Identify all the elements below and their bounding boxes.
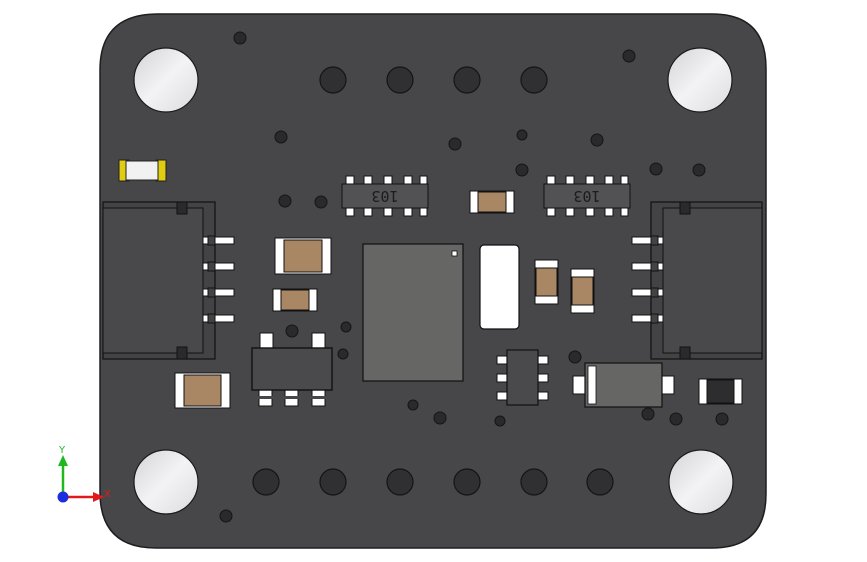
crystal [479, 244, 520, 330]
y-axis-label: Y [58, 445, 66, 456]
top-header-pads [319, 66, 548, 94]
triad-origin [57, 491, 69, 503]
connector-pin [631, 314, 664, 323]
via [274, 130, 288, 144]
resistor-network-marking: 103 [573, 187, 600, 205]
via [340, 321, 352, 333]
connector-latch [679, 201, 691, 215]
diode-body [584, 362, 663, 408]
vias [219, 31, 729, 523]
small-ic-body [506, 349, 539, 406]
connector-latch [176, 346, 188, 360]
connector-pin [202, 236, 235, 245]
header-pad [386, 66, 414, 94]
mounting-hole-top-left [133, 47, 199, 113]
header-pad [453, 468, 481, 496]
via [649, 162, 663, 176]
via [314, 195, 328, 209]
connector-latch [679, 346, 691, 360]
via [285, 324, 299, 338]
header-pad [252, 468, 280, 496]
resistor-network-body [543, 183, 631, 209]
header-pad [453, 66, 481, 94]
main-ic-body [362, 243, 464, 382]
connector-latch [176, 201, 188, 215]
connector-pin [202, 262, 235, 271]
led [118, 159, 167, 182]
connector-pin [202, 314, 235, 323]
resistor-bottom-right [698, 378, 743, 405]
mounting-hole-bottom-right [668, 449, 734, 515]
x-arrow-head [93, 492, 104, 502]
y-arrow-head [58, 455, 68, 466]
resistor-network-body [341, 183, 429, 209]
via [219, 509, 233, 523]
led-body [125, 160, 159, 181]
connector-cavity [102, 207, 204, 354]
via [433, 411, 447, 425]
via [337, 348, 349, 360]
connector-pin [631, 236, 664, 245]
header-pad [520, 468, 548, 496]
capacitor-vertical-2 [570, 268, 595, 314]
connector-pin [631, 288, 664, 297]
connector-pin [631, 262, 664, 271]
capacitor-top-center [469, 190, 515, 214]
header-pad [586, 468, 614, 496]
via [233, 31, 247, 45]
via [622, 49, 636, 63]
via [641, 407, 655, 421]
via [448, 137, 462, 151]
connector-pin [202, 288, 235, 297]
via [278, 194, 292, 208]
resistor-network-left: 103 [341, 175, 429, 217]
mounting-hole-top-right [667, 47, 733, 113]
via [692, 163, 706, 177]
via [715, 412, 729, 426]
via [590, 133, 604, 147]
header-pad [319, 468, 347, 496]
mounting-hole-bottom-left [133, 449, 199, 515]
resistor-network-right: 103 [543, 175, 631, 217]
via [494, 415, 506, 427]
pin1-marker [451, 250, 458, 257]
left-connector [102, 201, 235, 360]
resistor-network-marking: 103 [371, 187, 398, 205]
small-ic [496, 349, 549, 406]
header-pad [520, 66, 548, 94]
diode-band [587, 365, 597, 405]
capacitor-small-left [272, 288, 318, 312]
via [669, 412, 683, 426]
header-pad [319, 66, 347, 94]
capacitor-large-left [274, 237, 332, 275]
x-axis-label: X [104, 489, 111, 500]
header-pad [386, 468, 414, 496]
via [407, 399, 419, 411]
capacitor-bottom-left [174, 372, 231, 409]
capacitor-vertical-1 [534, 259, 559, 305]
diode [572, 362, 675, 408]
connector-cavity [662, 207, 763, 354]
via [515, 163, 529, 177]
bottom-header-pads [252, 468, 614, 496]
via [516, 129, 528, 141]
coordinate-triad: Y X [57, 445, 111, 503]
via [568, 350, 582, 364]
main-ic [362, 243, 464, 382]
right-connector [631, 201, 763, 360]
voltage-regulator-body [251, 347, 333, 391]
mounting-holes [133, 47, 734, 515]
voltage-regulator [251, 332, 333, 407]
